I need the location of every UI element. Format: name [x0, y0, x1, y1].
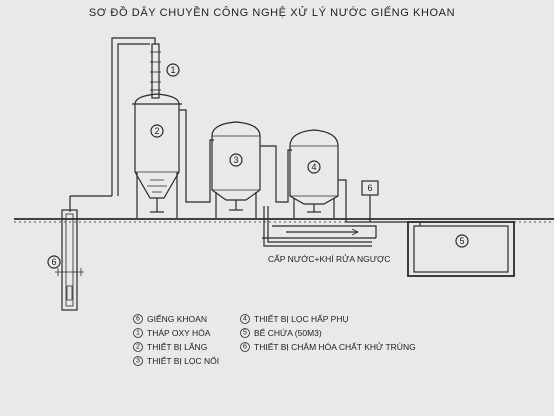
float-filter-tank	[211, 121, 261, 218]
adsorption-filter-number: 4	[311, 162, 316, 172]
legend-marker	[240, 342, 250, 352]
well-number-marker: 6	[47, 255, 61, 269]
chemical-doser: 6	[361, 180, 379, 222]
well	[55, 195, 112, 311]
adsorption-filter-tank	[289, 129, 339, 218]
legend-label: GIẾNG KHOAN	[147, 314, 207, 324]
legend-number: 5	[243, 330, 247, 337]
oxidation-tower	[150, 43, 161, 99]
legend-number: 4	[243, 316, 247, 323]
legend-label: THIẾT BỊ LỌC NỔI	[147, 355, 219, 366]
legend-number: 3	[136, 358, 140, 365]
legend-number: 6	[136, 316, 140, 323]
legend-marker	[133, 314, 143, 324]
storage-tank	[407, 221, 515, 277]
float-filter-number-marker: 3	[229, 153, 243, 167]
settler-outlet-pipe	[179, 109, 214, 203]
storage-tank-number-marker: 5	[455, 234, 469, 248]
tower-number: 1	[170, 65, 175, 75]
tower-number-marker: 1	[166, 63, 180, 77]
legend: 6 GIẾNG KHOAN 1 THÁP OXY HÓA 2 THIẾT BỊ LẮNG 3…	[133, 314, 416, 366]
backwash-lines	[262, 206, 377, 247]
diagram-title: SƠ ĐỒ DÂY CHUYỀN CÔNG NGHỆ XỬ LÝ NƯỚC GI…	[89, 6, 455, 19]
legend-marker	[133, 356, 143, 366]
chemical-doser-number: 6	[367, 183, 372, 193]
settler-number: 2	[154, 126, 159, 136]
legend-marker	[133, 328, 143, 338]
legend-label: BỂ CHỨA (50M3)	[254, 327, 322, 338]
settler-number-marker: 2	[150, 124, 164, 138]
legend-marker	[133, 342, 143, 352]
filter-transfer-pipe	[260, 145, 292, 203]
raw-water-pipe	[111, 37, 156, 196]
legend-marker	[240, 328, 250, 338]
legend-number: 1	[136, 330, 140, 337]
well-number: 6	[51, 257, 56, 267]
float-filter-number: 3	[233, 155, 238, 165]
adsorption-filter-number-marker: 4	[307, 160, 321, 174]
legend-number: 6	[243, 344, 247, 351]
storage-tank-number: 5	[459, 236, 464, 246]
legend-marker	[240, 314, 250, 324]
legend-label: THÁP OXY HÓA	[147, 328, 211, 338]
legend-label: THIẾT BỊ LẮNG	[147, 342, 207, 352]
settler-tank	[132, 93, 182, 218]
legend-label: THIẾT BỊ CHÂM HÓA CHẤT KHỬ TRÙNG	[254, 341, 416, 352]
treated-water-pipe	[338, 179, 421, 226]
legend-label: THIẾT BỊ LỌC HẤP PHỤ	[254, 314, 349, 324]
legend-number: 2	[136, 344, 140, 351]
backwash-caption: CẤP NƯỚC+KHÍ RỬA NGƯỢC	[268, 253, 390, 264]
